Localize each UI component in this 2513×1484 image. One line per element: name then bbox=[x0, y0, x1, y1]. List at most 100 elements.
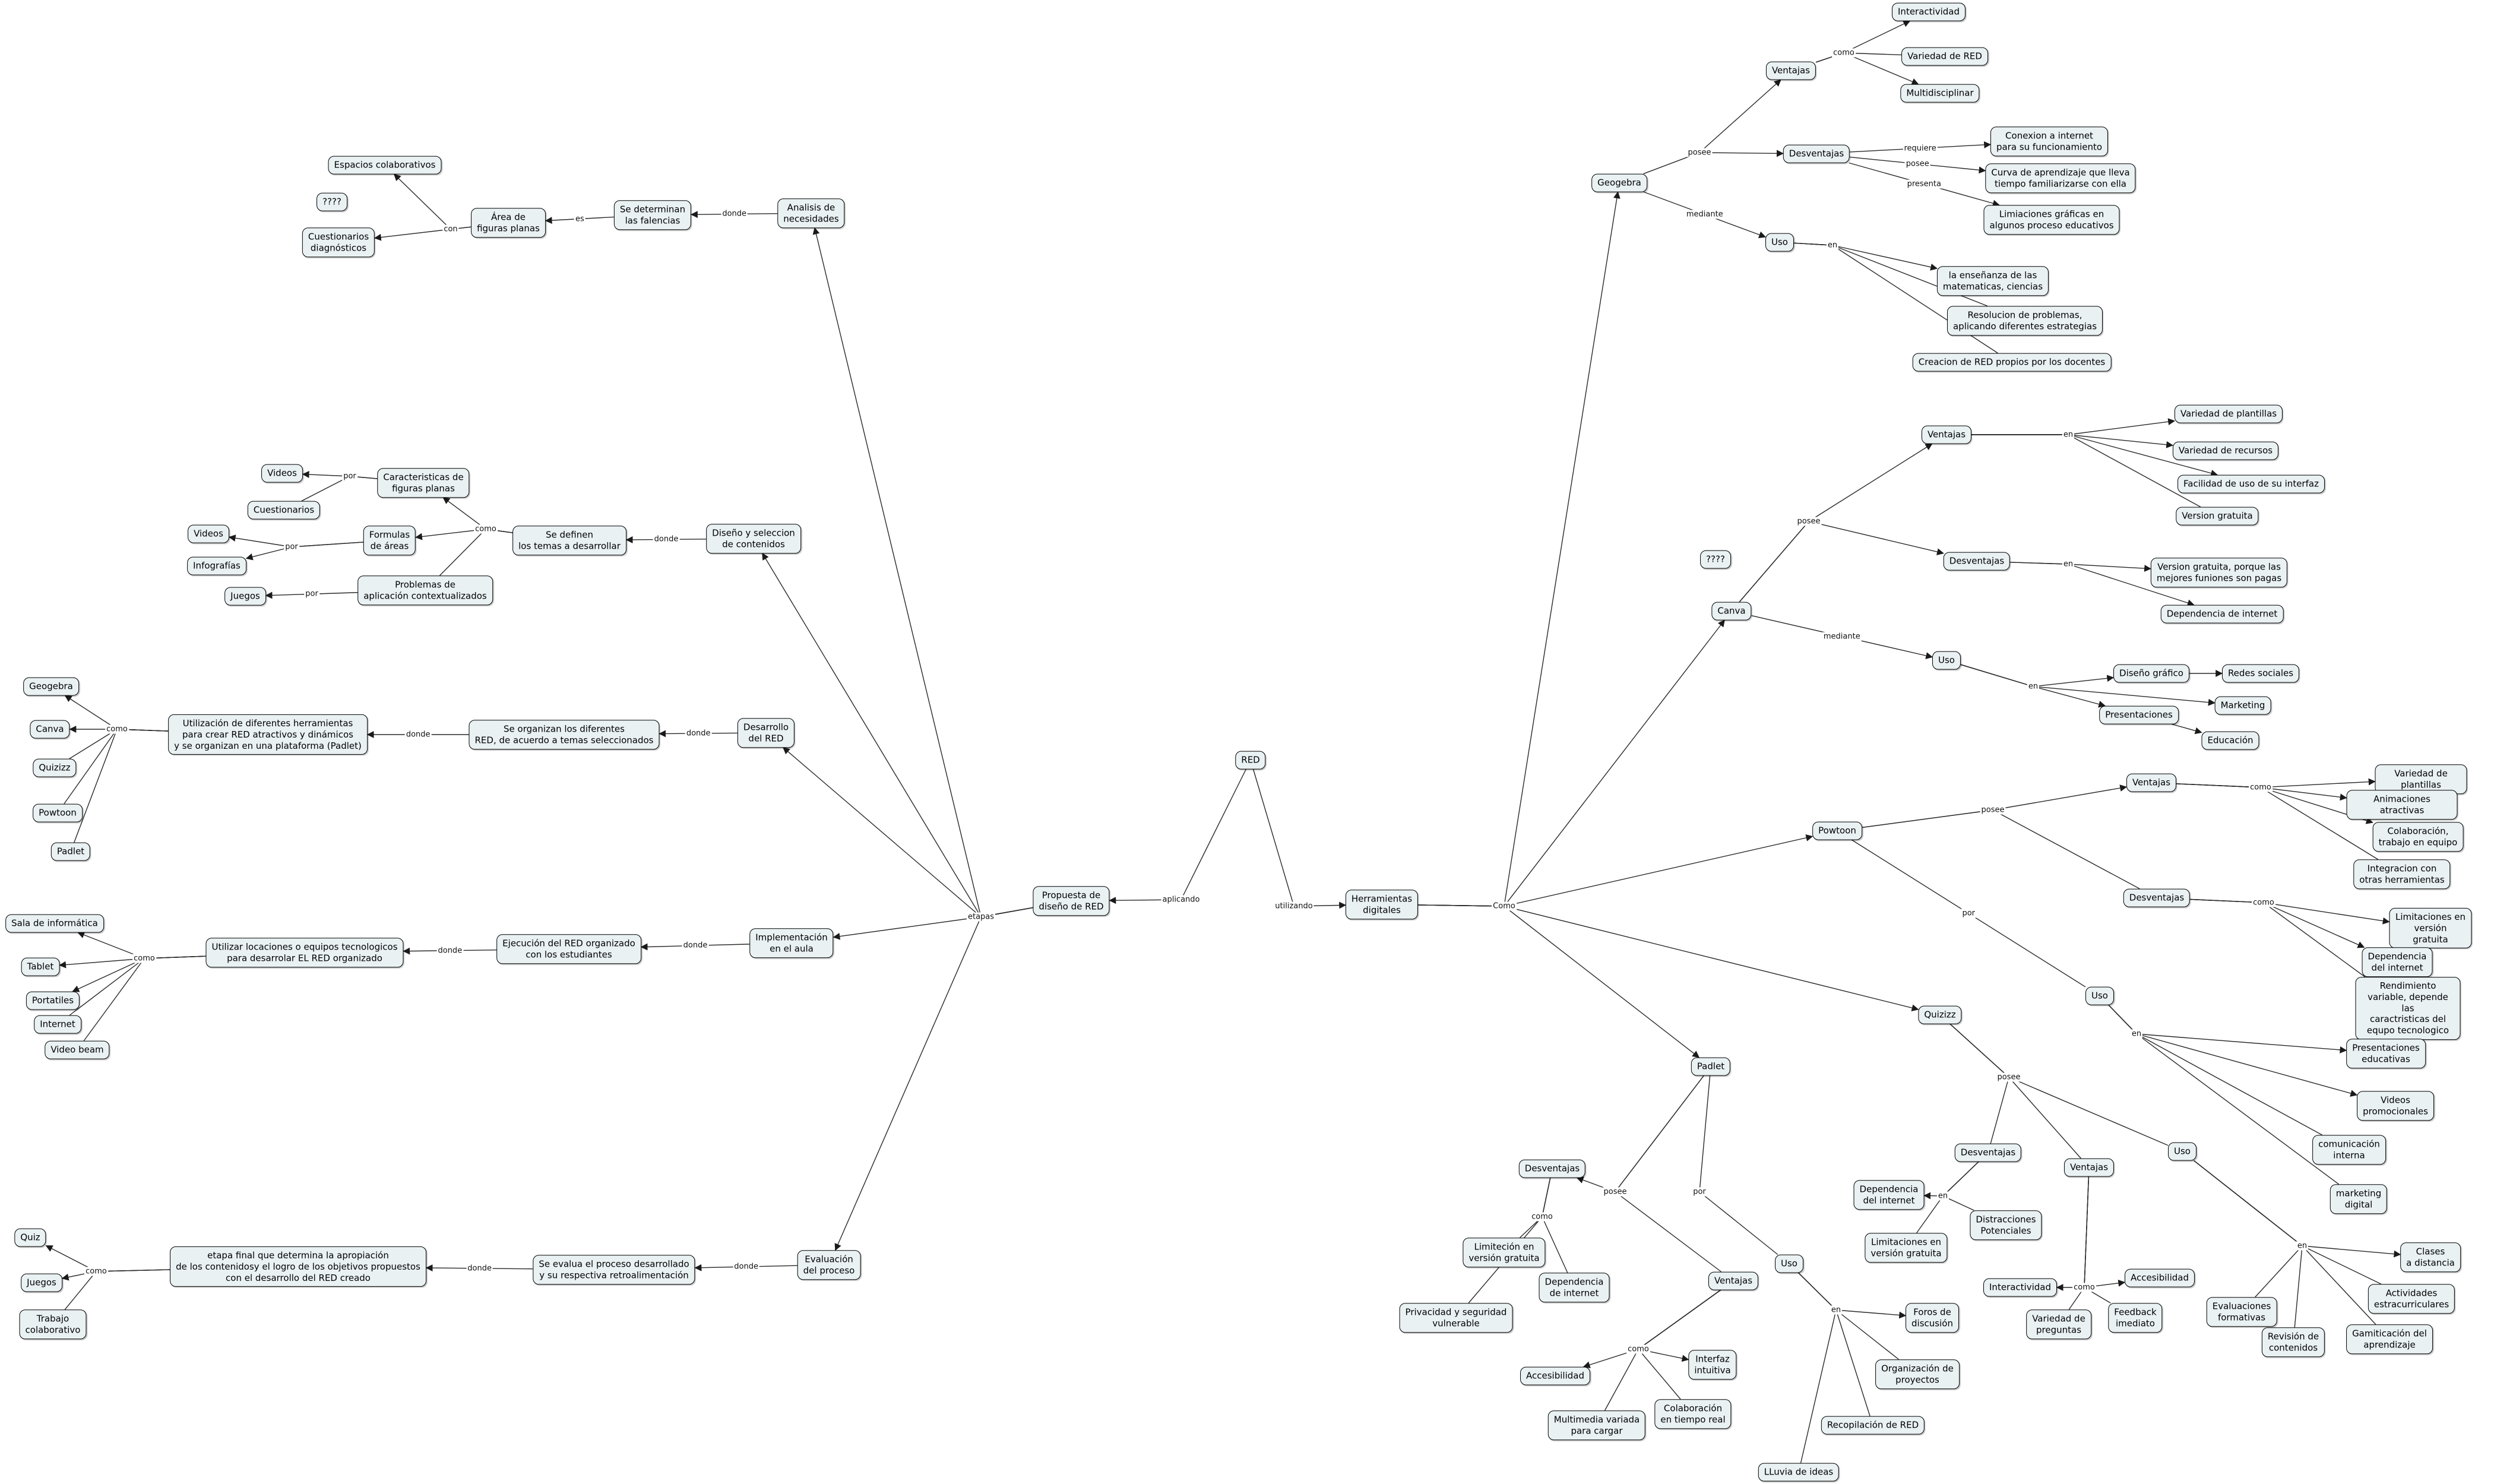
linking-phrase-por[interactable]: por bbox=[342, 472, 357, 481]
node-depinternet2[interactable]: Dependencia del internet bbox=[2362, 947, 2433, 977]
node-marketing1[interactable]: Marketing bbox=[2214, 696, 2271, 715]
node-colaboracion1[interactable]: Colaboración, trabajo en equipo bbox=[2372, 822, 2464, 852]
node-seevalua[interactable]: Se evalua el proceso desarrollado y su r… bbox=[533, 1255, 695, 1284]
node-evaluacion[interactable]: Evaluación del proceso bbox=[797, 1250, 861, 1280]
node-disenografico[interactable]: Diseño gráfico bbox=[2113, 664, 2189, 683]
node-quso[interactable]: Uso bbox=[2168, 1142, 2196, 1161]
node-caract[interactable]: Caracteristicas de figuras planas bbox=[377, 468, 470, 498]
node-interactividad2[interactable]: Interactividad bbox=[1983, 1278, 2057, 1297]
node-cuest2[interactable]: Cuestionarios bbox=[247, 501, 321, 520]
node-espacios[interactable]: Espacios colaborativos bbox=[328, 156, 442, 175]
node-educacion[interactable]: Educación bbox=[2201, 731, 2259, 750]
linking-phrase-como[interactable]: como bbox=[1626, 1344, 1650, 1354]
linking-phrase-como[interactable]: como bbox=[84, 1267, 108, 1276]
node-depinternet3[interactable]: Dependencia del internet bbox=[1853, 1180, 1925, 1210]
node-quiz[interactable]: Quiz bbox=[14, 1228, 46, 1247]
node-variedadred[interactable]: Variedad de RED bbox=[1901, 47, 1988, 66]
linking-phrase-posee[interactable]: posee bbox=[1904, 159, 1930, 169]
linking-phrase-donde[interactable]: donde bbox=[685, 729, 712, 738]
node-resolucion[interactable]: Resolucion de problemas, aplicando difer… bbox=[1947, 306, 2103, 336]
node-q2[interactable]: ???? bbox=[1700, 550, 1731, 569]
linking-phrase-mediante[interactable]: mediante bbox=[1685, 210, 1724, 219]
linking-phrase-presenta[interactable]: presenta bbox=[1906, 179, 1942, 189]
node-pduso[interactable]: Uso bbox=[1775, 1254, 1803, 1273]
node-analisis[interactable]: Analisis de necesidades bbox=[777, 198, 845, 228]
linking-phrase-como[interactable]: como bbox=[132, 954, 156, 963]
node-presentaciones1[interactable]: Presentaciones bbox=[2099, 705, 2179, 724]
linking-phrase-donde[interactable]: donde bbox=[733, 1262, 759, 1271]
linking-phrase-con[interactable]: con bbox=[442, 224, 459, 234]
node-versionpagas[interactable]: Version gratuita, porque las mejores fun… bbox=[2150, 558, 2288, 587]
node-recopilacion[interactable]: Recopilación de RED bbox=[1821, 1416, 1925, 1435]
node-limiaciones[interactable]: Limiaciones gráficas en algunos proceso … bbox=[1983, 205, 2120, 235]
linking-phrase-es[interactable]: es bbox=[574, 214, 585, 224]
linking-phrase-mediante[interactable]: mediante bbox=[1822, 632, 1862, 641]
linking-phrase-donde[interactable]: donde bbox=[466, 1264, 493, 1273]
node-clases[interactable]: Clases a distancia bbox=[2400, 1242, 2461, 1272]
node-multidisciplinar[interactable]: Multidisciplinar bbox=[1900, 84, 1980, 103]
node-limitv2[interactable]: Limitaciones en versión gratuita bbox=[1865, 1233, 1948, 1262]
node-pdesventajas[interactable]: Desventajas bbox=[2123, 888, 2191, 907]
linking-phrase-etapas[interactable]: etapas bbox=[966, 912, 996, 922]
node-ejecucion[interactable]: Ejecución del RED organizado con los est… bbox=[496, 934, 641, 964]
node-implementacion[interactable]: Implementación en el aula bbox=[749, 928, 834, 958]
node-gdesventajas[interactable]: Desventajas bbox=[1783, 144, 1850, 163]
node-privacidad[interactable]: Privacidad y seguridad vulnerable bbox=[1399, 1303, 1513, 1333]
node-powtoon1[interactable]: Powtoon bbox=[33, 803, 83, 822]
node-revision[interactable]: Revisión de contenidos bbox=[2261, 1327, 2325, 1357]
node-feedback[interactable]: Feedback imediato bbox=[2108, 1303, 2163, 1333]
node-accesibilidad2[interactable]: Accesibilidad bbox=[1520, 1366, 1590, 1385]
node-marketingdig[interactable]: marketing digital bbox=[2330, 1184, 2388, 1214]
node-organizacion[interactable]: Organización de proyectos bbox=[1875, 1359, 1960, 1389]
linking-phrase-aplicando[interactable]: aplicando bbox=[1161, 895, 1201, 904]
linking-phrase-posee[interactable]: posee bbox=[1996, 1072, 2022, 1082]
node-gventajas[interactable]: Ventajas bbox=[1765, 61, 1816, 80]
linking-phrase-por[interactable]: por bbox=[284, 542, 299, 552]
node-distracciones[interactable]: Distracciones Potenciales bbox=[1970, 1210, 2042, 1240]
linking-phrase-en[interactable]: en bbox=[1936, 1191, 1949, 1201]
node-cventajas[interactable]: Ventajas bbox=[1921, 425, 1972, 444]
linking-phrase-como[interactable]: como bbox=[474, 524, 498, 534]
node-colabreal[interactable]: Colaboración en tiempo real bbox=[1654, 1399, 1732, 1429]
node-puso[interactable]: Uso bbox=[2085, 986, 2114, 1005]
node-actividades[interactable]: Actividades estracurriculares bbox=[2368, 1284, 2455, 1314]
node-accesibilidad1[interactable]: Accesibilidad bbox=[2125, 1268, 2195, 1287]
node-conexion[interactable]: Conexion a internet para su funcionamien… bbox=[1990, 126, 2109, 156]
node-padlet1[interactable]: Padlet bbox=[50, 842, 91, 861]
node-desarrollo[interactable]: Desarrollo del RED bbox=[737, 718, 795, 748]
node-utilizar[interactable]: Utilizar locaciones o equipos tecnologic… bbox=[205, 938, 404, 967]
node-falencias[interactable]: Se determinan las falencias bbox=[613, 200, 692, 230]
linking-phrase-utilizando[interactable]: utilizando bbox=[1274, 901, 1314, 911]
linking-phrase-en[interactable]: en bbox=[1830, 1305, 1843, 1315]
node-versiongratuita1[interactable]: Version gratuita bbox=[2176, 507, 2259, 526]
node-varplantillas1[interactable]: Variedad de plantillas bbox=[2174, 404, 2283, 423]
node-facilidad[interactable]: Facilidad de uso de su interfaz bbox=[2177, 474, 2325, 493]
linking-phrase-donde[interactable]: donde bbox=[721, 209, 748, 219]
node-diseno[interactable]: Diseño y seleccion de contenidos bbox=[706, 524, 801, 553]
node-cuso[interactable]: Uso bbox=[1932, 651, 1961, 670]
node-varpreguntas[interactable]: Variedad de preguntas bbox=[2026, 1309, 2091, 1339]
node-seorganizan[interactable]: Se organizan los diferentes RED, de acue… bbox=[469, 720, 660, 749]
linking-phrase-en[interactable]: en bbox=[2062, 430, 2075, 439]
node-creacion[interactable]: Creacion de RED propios por los docentes bbox=[1912, 353, 2112, 372]
linking-phrase-como[interactable]: como bbox=[2249, 783, 2273, 792]
node-padlet2[interactable]: Padlet bbox=[1691, 1057, 1731, 1076]
linking-phrase-requiere[interactable]: requiere bbox=[1903, 144, 1938, 153]
node-etapafinal[interactable]: etapa final que determina la apropiación… bbox=[170, 1246, 426, 1287]
node-red[interactable]: RED bbox=[1235, 751, 1266, 770]
node-curva[interactable]: Curva de aprendizaje que lleva tiempo fa… bbox=[1985, 163, 2136, 193]
node-varplantillas2[interactable]: Variedad de plantillas bbox=[2375, 764, 2467, 794]
linking-phrase-como[interactable]: como bbox=[2252, 898, 2275, 907]
linking-phrase-en[interactable]: en bbox=[2130, 1029, 2143, 1039]
node-quizizz1[interactable]: Quizizz bbox=[33, 758, 77, 777]
linking-phrase-donde[interactable]: donde bbox=[404, 730, 432, 739]
node-cuestdiag[interactable]: Cuestionarios diagnósticos bbox=[302, 227, 375, 257]
node-animaciones[interactable]: Animaciones atractivas bbox=[2346, 790, 2458, 819]
node-limitv1[interactable]: Limitaciones en versión gratuita bbox=[2389, 907, 2472, 949]
linking-phrase-posee[interactable]: posee bbox=[1686, 148, 1713, 157]
node-depinternet4[interactable]: Dependencia de internet bbox=[1539, 1273, 1610, 1302]
linking-phrase-por[interactable]: por bbox=[1692, 1187, 1707, 1197]
node-limitecion[interactable]: Limiteción en versión gratuita bbox=[1463, 1238, 1546, 1267]
node-videos1[interactable]: Videos bbox=[261, 464, 303, 483]
node-geogebra2[interactable]: Geogebra bbox=[1591, 173, 1647, 192]
